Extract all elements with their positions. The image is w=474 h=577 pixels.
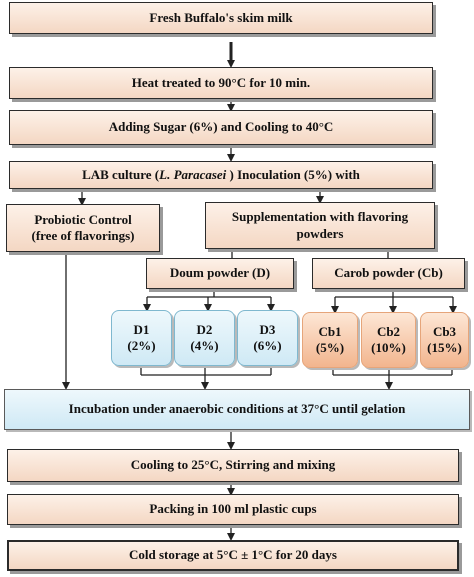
step-fresh-milk: Fresh Buffalo's skim milk [9, 2, 433, 34]
treatment-cb3-name: Cb3 [432, 323, 457, 339]
step-adding-sugar: Adding Sugar (6%) and Cooling to 40°C [9, 110, 433, 145]
doum-powder-box: Doum powder (D) [146, 258, 294, 289]
treatment-cb3-dose: (15%) [427, 340, 462, 355]
treatment-cb2-dose: (10%) [371, 340, 406, 355]
step-cold-storage-label: Cold storage at 5°C ± 1°C for 20 days [129, 547, 337, 563]
treatment-d1-dose: (2%) [127, 338, 156, 353]
treatment-cb2-name: Cb2 [376, 323, 401, 339]
step-supplementation: Supplementation with flavoring powders [205, 202, 435, 249]
step-incubation: Incubation under anaerobic conditions at… [4, 389, 470, 430]
control-line2: (free of flavorings) [31, 228, 135, 243]
step-heat-treatment: Heat treated to 90°C for 10 min. [9, 67, 433, 99]
lab-prefix: LAB culture ( [82, 166, 160, 182]
step-incubation-label: Incubation under anaerobic conditions at… [68, 401, 406, 417]
supp-line1: Supplementation with flavoring [231, 209, 409, 225]
step-cooling: Cooling to 25°C, Stirring and mixing [7, 449, 459, 482]
doum-powder-label: Doum powder (D) [169, 265, 271, 281]
treatment-d1-name: D1 [133, 321, 150, 337]
step-lab-inoculation-label: LAB culture (L. Paracasei ) Inoculation … [82, 167, 360, 183]
treatment-d2-dose: (4%) [190, 338, 219, 353]
carob-powder-box: Carob powder (Cb) [312, 258, 465, 289]
step-cold-storage: Cold storage at 5°C ± 1°C for 20 days [7, 540, 459, 571]
carob-powder-label: Carob powder (Cb) [334, 265, 443, 281]
treatment-d2: D2 (4%) [174, 310, 235, 366]
treatment-d3-dose: (6%) [253, 338, 282, 353]
step-packing-label: Packing in 100 ml plastic cups [149, 501, 317, 517]
step-packing: Packing in 100 ml plastic cups [7, 494, 459, 525]
treatment-d3-name: D3 [259, 321, 276, 337]
treatment-cb1-dose: (5%) [315, 340, 345, 355]
step-cooling-label: Cooling to 25°C, Stirring and mixing [130, 457, 336, 473]
lab-species: L. Paracasei [159, 166, 227, 182]
supp-line2: powders [296, 225, 344, 241]
treatment-cb2: Cb2 (10%) [361, 312, 416, 368]
step-adding-sugar-label: Adding Sugar (6%) and Cooling to 40°C [108, 119, 334, 135]
treatment-d1: D1 (2%) [111, 310, 172, 366]
control-line1: Probiotic Control [34, 211, 132, 227]
treatment-cb1-name: Cb1 [318, 323, 342, 339]
step-heat-treatment-label: Heat treated to 90°C for 10 min. [131, 74, 311, 90]
treatment-cb3: Cb3 (15%) [420, 312, 469, 368]
treatment-d3: D3 (6%) [237, 310, 298, 366]
step-lab-inoculation: LAB culture (L. Paracasei ) Inoculation … [9, 161, 433, 189]
treatment-d2-name: D2 [196, 321, 213, 337]
lab-suffix: ) Inoculation (5%) with [226, 166, 360, 182]
step-probiotic-control: Probiotic Control (free of flavorings) [6, 204, 160, 252]
step-fresh-milk-label: Fresh Buffalo's skim milk [149, 9, 293, 25]
treatment-cb1: Cb1 (5%) [302, 312, 358, 368]
